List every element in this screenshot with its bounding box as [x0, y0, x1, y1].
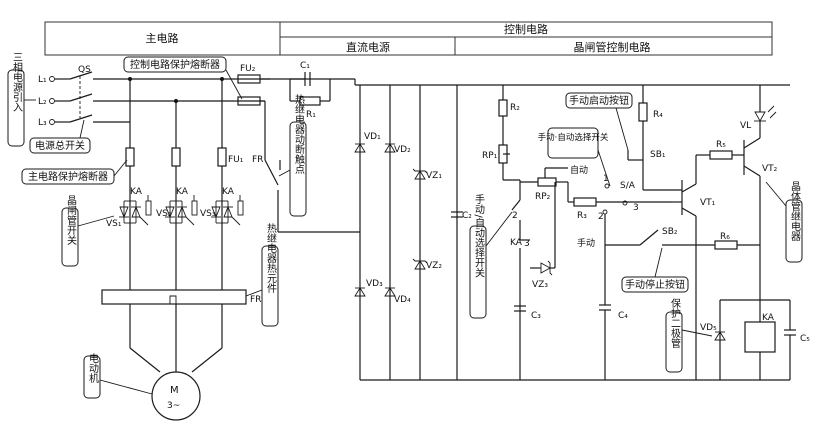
label-n2: 2 — [512, 211, 518, 221]
callout-manual-start: 手动启动按钮 — [569, 94, 629, 107]
callout-thyristor-switch: 晶闸管开关 — [65, 195, 77, 246]
label-KA-3: KA — [222, 187, 235, 197]
label-M3: 3~ — [167, 401, 180, 411]
label-R6: R₆ — [720, 232, 730, 242]
motor: M 3~ — [151, 371, 201, 421]
label-R2: R₂ — [510, 103, 520, 113]
label-VL: VL — [740, 121, 751, 131]
label-VS1: VS₁ — [106, 219, 122, 229]
callout-ctrl-fuse: 控制电路保护熔断器 — [130, 58, 220, 71]
label-VZ1: VZ₁ — [426, 171, 442, 181]
callout-thermal-contact: 热继电器动断触点 — [293, 93, 305, 175]
label-VZ2: VZ₂ — [426, 261, 442, 271]
callout-auto-manual-switch2: 手动/自动选择开关 — [473, 193, 485, 278]
label-FU1: FU₁ — [228, 155, 244, 165]
label-VZ3: VZ₃ — [532, 280, 548, 290]
label-VD5: VD₅ — [700, 323, 717, 333]
callout-relay: 晶体管继电器 — [789, 181, 801, 242]
label-KA-coil: KA — [762, 313, 775, 323]
label-FR-top: FR — [252, 155, 263, 165]
trigger-circuit: R₂ RP₁ 2 3 KA RP₂ 自动 R₃ 1 S/A 3 — [482, 85, 672, 380]
label-RP2: RP₂ — [535, 192, 551, 202]
label-L1: L₁ — [38, 75, 47, 85]
callout-main-fuse: 主电路保护熔断器 — [28, 170, 108, 183]
label-R1: R₁ — [306, 110, 316, 120]
label-VT1: VT₁ — [700, 198, 716, 208]
label-KA-2: KA — [176, 187, 189, 197]
label-C5: C₅ — [800, 334, 810, 344]
label-n3: 3 — [524, 239, 530, 249]
callout-three-phase-in: 三相电源引入 — [11, 52, 23, 112]
label-R5: R₅ — [716, 140, 726, 150]
label-FR-bar: FR — [250, 295, 261, 305]
label-RP1: RP₁ — [482, 151, 498, 161]
relay-driver: R₄ SB₁ VT₁ SB₂ R₆ R₅ VT₂ — [627, 85, 810, 380]
label-M: M — [170, 385, 179, 396]
label-VD4: VD₄ — [394, 295, 411, 305]
label-SB2: SB₂ — [662, 227, 678, 237]
label-FU2: FU₂ — [240, 64, 256, 74]
callout-thermal-element: 热继电器热元件 — [265, 222, 277, 294]
label-SB1: SB₁ — [650, 150, 666, 160]
label-n3b: 3 — [633, 203, 639, 213]
callout-manual-stop: 手动停止按钮 — [625, 278, 685, 291]
control-input: FU₂ C₁ R₁ FR — [237, 61, 360, 233]
label-KA-1: KA — [130, 187, 143, 197]
header-control-circuit: 控制电路 — [504, 22, 548, 36]
label-R4: R₄ — [653, 110, 663, 120]
label-SA: S/A — [620, 181, 636, 191]
callout-auto-manual-switch: 手动·自动选择开关 — [538, 132, 609, 143]
label-L3: L₃ — [38, 118, 47, 128]
label-KA-c: KA — [510, 238, 523, 248]
callout-motor: 电动机 — [87, 352, 99, 384]
label-n1b: 1 — [603, 174, 609, 184]
callout-protect-diode: 保护二极管 — [669, 297, 681, 349]
header-main-circuit: 主电路 — [146, 32, 179, 45]
label-QS: QS — [78, 65, 91, 75]
label-C1: C₁ — [300, 61, 310, 71]
label-VS3: VS₃ — [200, 209, 216, 219]
label-manual: 手动 — [577, 237, 595, 249]
header-table: 主电路 控制电路 直流电源 晶闸管控制电路 — [44, 21, 773, 56]
header-thyristor-control: 晶闸管控制电路 — [574, 40, 651, 54]
thermal-relay-element: FR — [101, 289, 261, 373]
label-R3: R₃ — [577, 211, 587, 221]
label-VD3: VD₃ — [366, 279, 383, 289]
label-VD2: VD₂ — [394, 145, 411, 155]
label-n2b: 2 — [598, 212, 604, 222]
callout-main-switch: 电源总开关 — [35, 139, 85, 152]
label-C4: C₄ — [618, 311, 628, 321]
callouts: 三相电源引入 控制电路保护熔断器 电源总开关 主电路保护熔断器 晶闸管开关 电动… — [7, 52, 803, 399]
label-auto: 自动 — [570, 164, 588, 176]
label-VD1: VD₁ — [364, 132, 381, 142]
label-VS2: VS₂ — [156, 209, 172, 219]
label-L2: L₂ — [38, 97, 47, 107]
header-dc-power: 直流电源 — [346, 40, 390, 54]
thyristor-switches: KA KA KA VS₁ VS₂ VS₃ — [106, 187, 244, 229]
label-VT2: VT₂ — [762, 164, 778, 174]
label-C2: C₂ — [462, 211, 472, 221]
dc-power-supply: VD₁ VD₂ VD₃ VD₄ VZ₁ VZ₂ C₂ — [354, 84, 790, 381]
label-C3: C₃ — [531, 311, 541, 321]
